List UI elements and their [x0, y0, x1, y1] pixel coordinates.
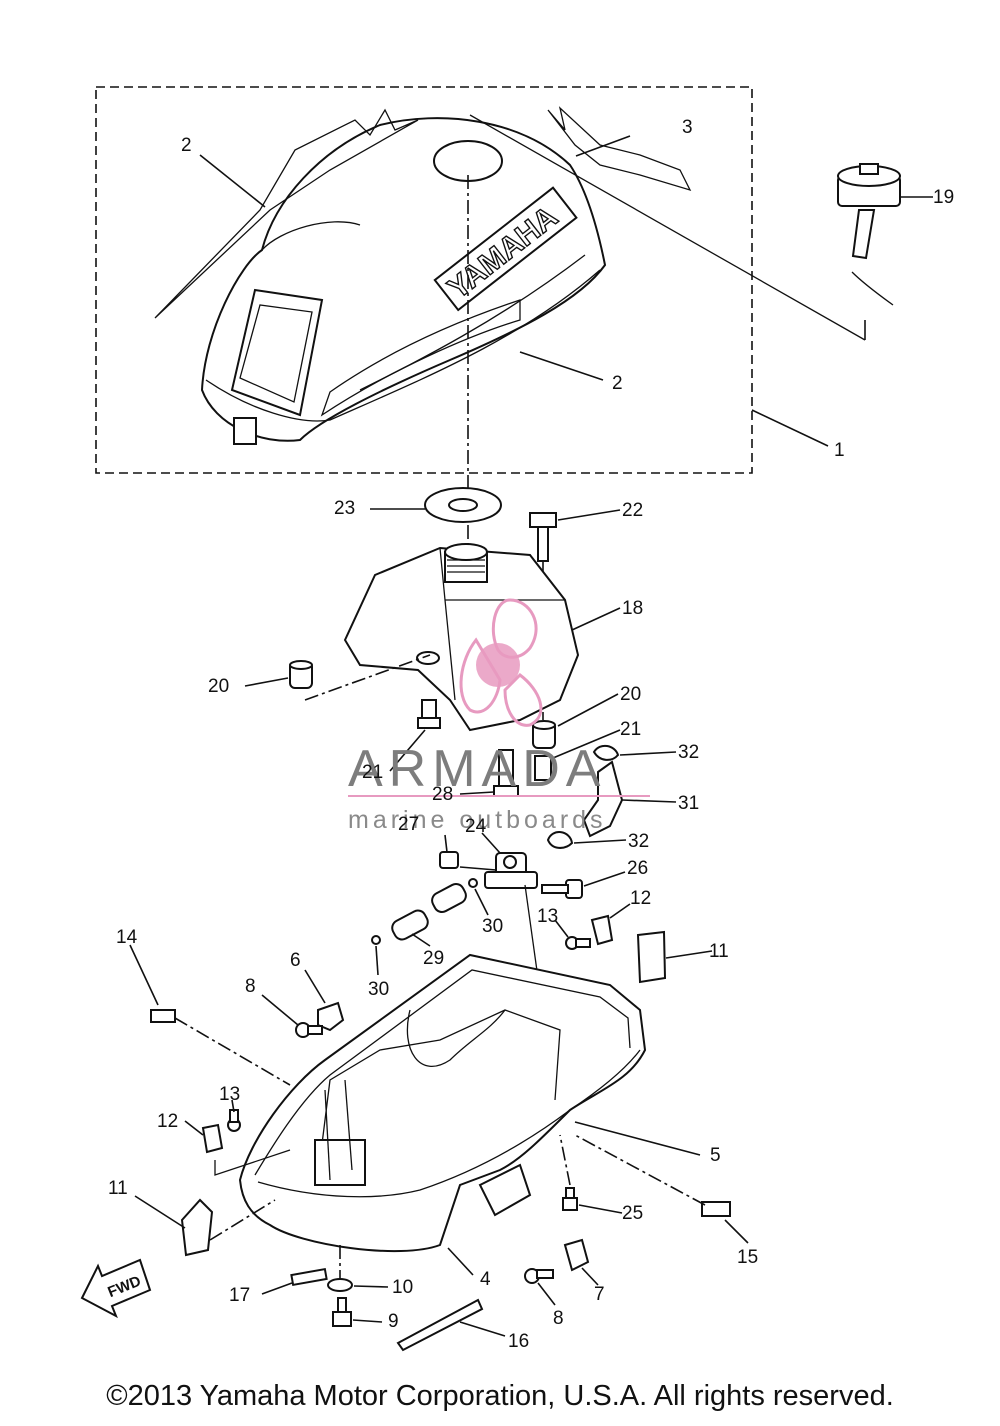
callout: 7	[594, 1284, 605, 1305]
callout: 12	[157, 1111, 178, 1132]
callout: 14	[116, 927, 138, 948]
top-cowling-assembly-box	[95, 86, 753, 474]
callout: 11	[709, 941, 729, 962]
callout: 20	[208, 676, 229, 697]
label-14	[150, 1009, 176, 1023]
callout: 27	[398, 814, 419, 835]
callout: 24	[465, 816, 487, 837]
short-hose-a	[431, 883, 467, 913]
label-15	[701, 1201, 731, 1217]
tank-grommet-left	[289, 660, 313, 689]
callout: 19	[933, 187, 954, 208]
screw-8-upper	[295, 1022, 323, 1038]
screw-13-left	[227, 1109, 241, 1132]
callout: 32	[678, 742, 699, 763]
bolt-9	[332, 1297, 352, 1327]
fuel-hose	[582, 760, 624, 838]
callout: 30	[482, 916, 503, 937]
tank-mount-bolt	[529, 512, 557, 562]
bottom-cowling	[238, 953, 647, 1253]
callout: 25	[622, 1203, 643, 1224]
cowl-clamp-right	[636, 930, 667, 984]
collar-right	[534, 755, 552, 781]
callout: 31	[678, 793, 699, 814]
callout: 13	[537, 906, 558, 927]
callout: 15	[737, 1247, 758, 1268]
fuel-cock-knob	[541, 879, 583, 899]
callout: 8	[553, 1308, 564, 1329]
short-hose-b	[391, 909, 429, 941]
fuel-tank	[343, 543, 580, 732]
callout: 12	[630, 888, 651, 909]
callout: 21	[362, 762, 383, 783]
callout: 28	[432, 784, 453, 805]
callout: 9	[388, 1311, 399, 1332]
callout: 26	[627, 858, 648, 879]
callout: 11	[108, 1178, 128, 1199]
callout: 30	[368, 979, 389, 1000]
callout-labels: 1 2 2 3 4 5 6 7 8 8 9 10 11 11 12 12 13 …	[108, 117, 954, 1352]
decal-right	[547, 106, 692, 192]
callout: 5	[710, 1145, 721, 1166]
callout: 21	[620, 719, 641, 740]
strip-17	[290, 1267, 328, 1287]
callout: 20	[620, 684, 641, 705]
clamp-plate-left	[201, 1123, 224, 1154]
top-cowling-group: YAMAHA	[95, 86, 753, 474]
callout: 2	[612, 373, 623, 394]
callout: 29	[423, 948, 444, 969]
cowl-latch	[233, 417, 257, 445]
callout: 2	[181, 135, 192, 156]
decal-left	[154, 108, 419, 319]
callout: 8	[245, 976, 256, 997]
callout: 22	[622, 500, 643, 521]
hose-clip-upper	[592, 744, 620, 761]
callout: 6	[290, 950, 301, 971]
callout: 17	[229, 1285, 250, 1306]
callout: 16	[508, 1331, 529, 1352]
forward-arrow-icon: FWD	[80, 1258, 152, 1319]
fuel-tank-cap	[837, 163, 901, 306]
screw-8-lower	[524, 1268, 554, 1284]
hose-clip-lower	[546, 831, 574, 849]
hose-clip-small-a	[468, 878, 478, 888]
bolt-25	[562, 1187, 578, 1211]
watermark-subtitle: marine outboards	[348, 806, 607, 834]
hose-clip-small-b	[371, 935, 381, 945]
washer-10	[327, 1278, 353, 1292]
callout: 18	[622, 598, 643, 619]
cowl-bracket-lower	[563, 1238, 590, 1272]
callout: 32	[628, 831, 649, 852]
callout: 23	[334, 498, 355, 519]
callout: 3	[682, 117, 693, 138]
cowl-clamp-left	[180, 1198, 214, 1257]
watermark-logo	[348, 598, 650, 797]
callout: 1	[834, 440, 845, 461]
strip-16	[396, 1298, 484, 1352]
fuel-cock	[484, 852, 538, 889]
watermark-title: ARMADA	[348, 740, 606, 798]
callout: 10	[392, 1277, 413, 1298]
clamp-plate-right	[590, 914, 614, 946]
copyright-notice: ©2013 Yamaha Motor Corporation, U.S.A. A…	[106, 1380, 894, 1412]
callout: 13	[219, 1084, 240, 1105]
cock-nut	[439, 851, 459, 869]
cowl-bracket-upper	[317, 1001, 345, 1032]
screw-13-right	[565, 936, 591, 950]
tank-grommet-right	[532, 720, 556, 749]
callout: 4	[480, 1269, 491, 1290]
